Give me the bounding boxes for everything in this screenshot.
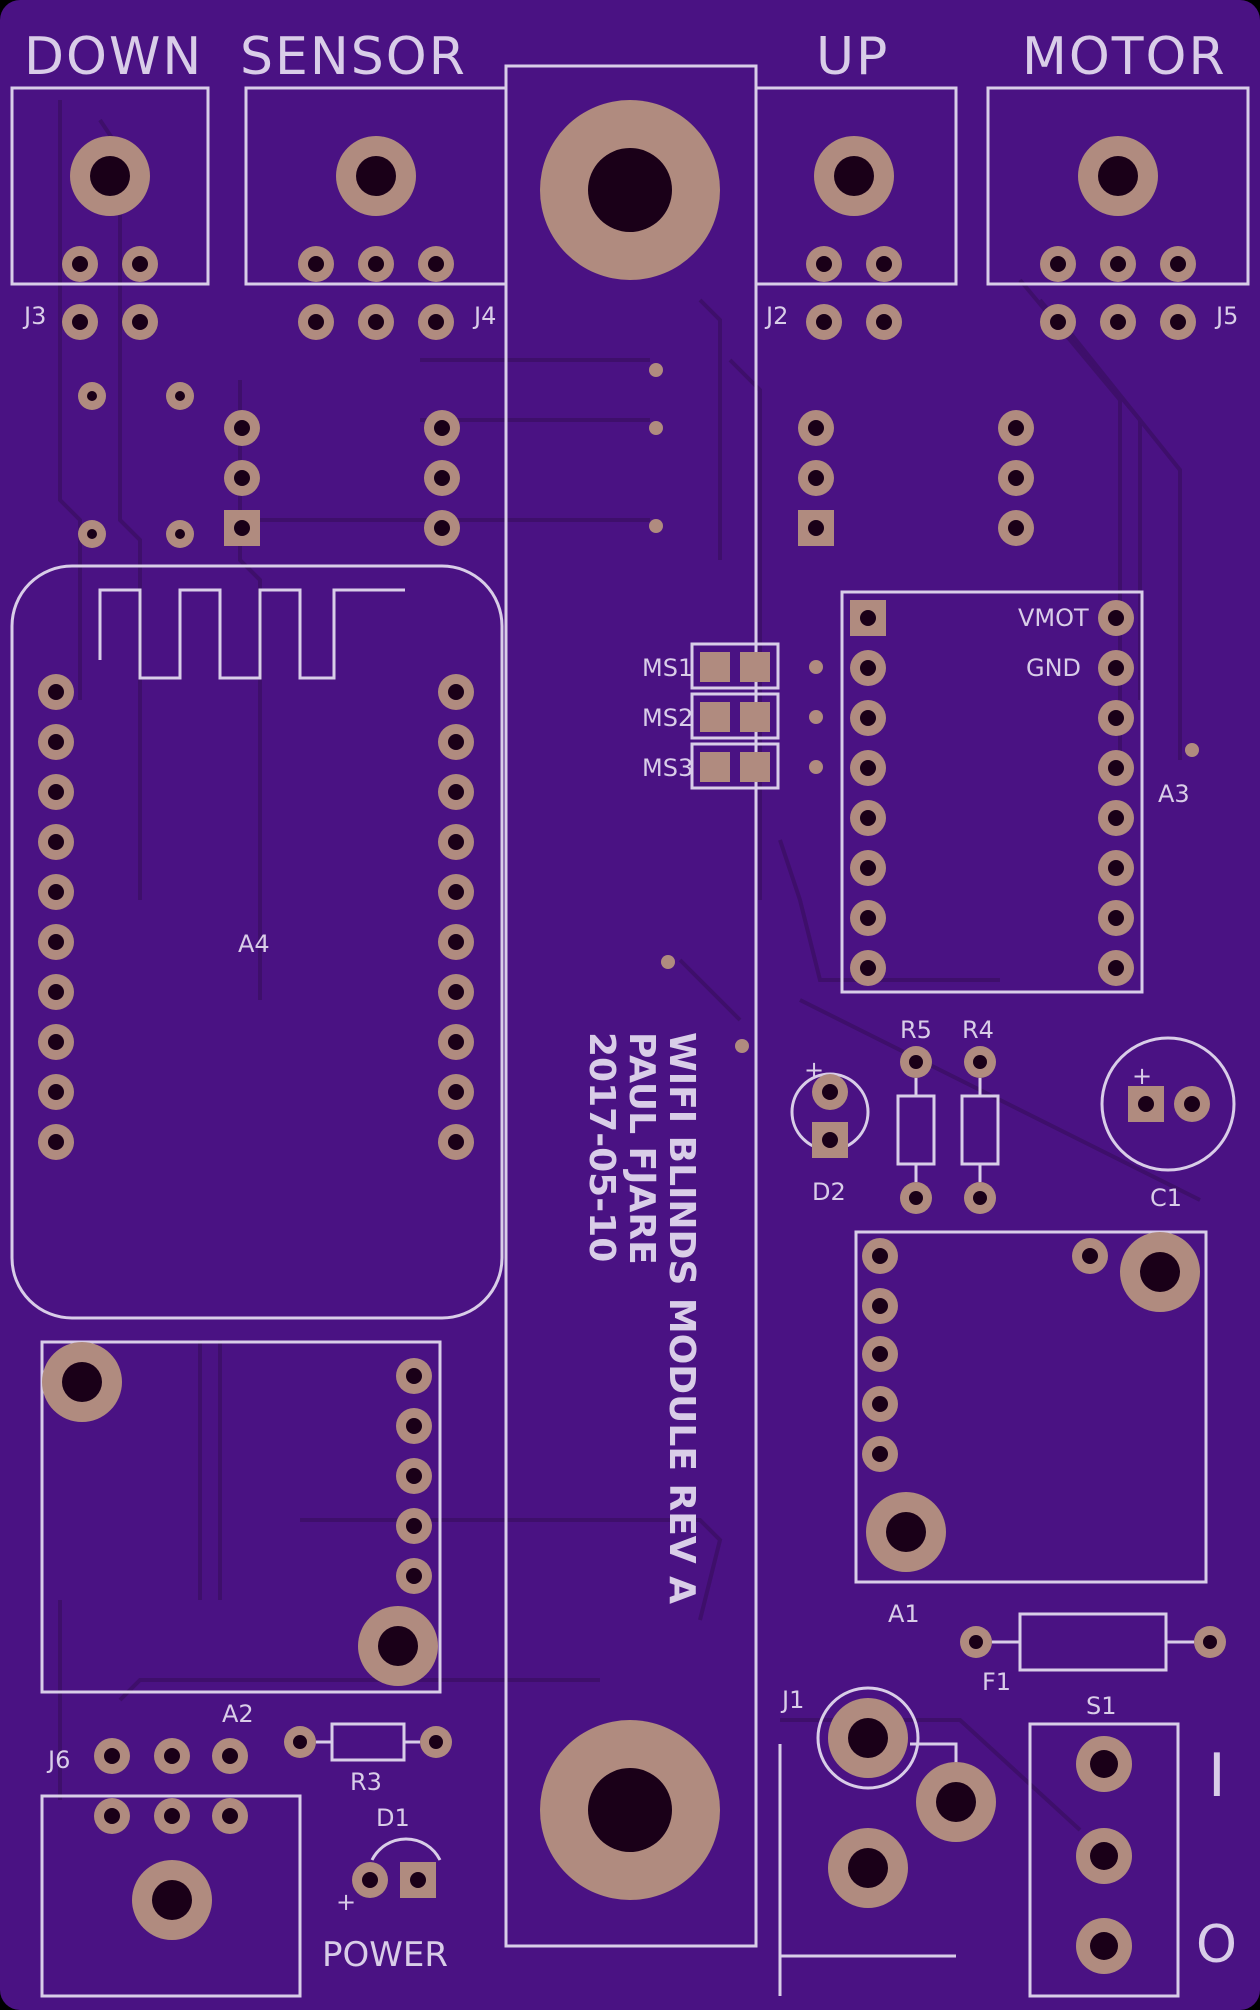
drill-hole: [448, 734, 464, 750]
drill-hole: [1108, 760, 1124, 776]
led-d2: [790, 1072, 870, 1158]
refdes-j5: J5: [1214, 302, 1238, 330]
mount-bar: [504, 64, 758, 1948]
refdes-a1: A1: [888, 1600, 920, 1628]
refdes-r3: R3: [350, 1768, 382, 1796]
drill-hole: [48, 834, 64, 850]
drill-hole: [448, 984, 464, 1000]
connector-j5: [986, 86, 1250, 340]
barrel-jack-j1: [778, 1686, 996, 1996]
label-power: POWER: [322, 1935, 448, 1975]
label-sensor: SENSOR: [240, 27, 467, 87]
refdes-a2: A2: [222, 1700, 254, 1728]
refdes-j1: J1: [780, 1686, 804, 1714]
resistor-r3: [284, 1722, 452, 1762]
label-motor: MOTOR: [1022, 27, 1227, 87]
module-a4: [10, 564, 504, 1320]
title-line3: 2017-05-10: [581, 1032, 622, 1262]
label-gnd: GND: [1026, 654, 1081, 682]
refdes-j2: J2: [764, 302, 788, 330]
drill-hole: [860, 610, 876, 626]
label-ms1: MS1: [642, 654, 693, 682]
refdes-j4: J4: [472, 302, 496, 330]
drill-hole: [448, 884, 464, 900]
drill-hole: [860, 760, 876, 776]
plus-c1: +: [1132, 1062, 1152, 1090]
refdes-a3: A3: [1158, 780, 1190, 808]
drill-hole: [1108, 810, 1124, 826]
header-left: [224, 410, 460, 546]
refdes-f1: F1: [982, 1668, 1011, 1696]
driver-a3: [840, 590, 1199, 994]
drill-hole: [1108, 960, 1124, 976]
drill-hole: [448, 834, 464, 850]
drill-hole: [48, 734, 64, 750]
drill-hole: [1108, 660, 1124, 676]
drill-hole: [448, 1134, 464, 1150]
refdes-a4: A4: [238, 930, 270, 958]
led-d1: [352, 1837, 442, 1898]
drill-hole: [860, 860, 876, 876]
drill-hole: [1108, 710, 1124, 726]
header-right: [798, 410, 1034, 546]
refdes-j3: J3: [22, 302, 46, 330]
title-block: WIFI BLINDS MODULE REV A PAUL FJARE 2017…: [581, 1032, 702, 1604]
label-ms3: MS3: [642, 754, 693, 782]
capacitor-c1: [1100, 1036, 1236, 1172]
drill-hole: [48, 984, 64, 1000]
title-line1: WIFI BLINDS MODULE REV A: [661, 1032, 702, 1604]
switch-label-on: I: [1208, 1741, 1226, 1811]
fuse-f1: [960, 1612, 1226, 1672]
drill-hole: [448, 934, 464, 950]
refdes-s1: S1: [1086, 1692, 1117, 1720]
refdes-d1: D1: [376, 1804, 410, 1832]
drill-hole: [448, 684, 464, 700]
drill-hole: [860, 910, 876, 926]
drill-hole: [48, 934, 64, 950]
refdes-j6: J6: [46, 1746, 70, 1774]
refdes-c1: C1: [1150, 1184, 1182, 1212]
refdes-d2: D2: [812, 1178, 846, 1206]
copper-traces: [58, 100, 1201, 1832]
title-line2: PAUL FJARE: [621, 1032, 662, 1265]
drill-hole: [48, 684, 64, 700]
connector-j4: [244, 86, 508, 340]
resistor-r5: [896, 1046, 936, 1214]
drill-hole: [48, 1034, 64, 1050]
refdes-r5: R5: [900, 1016, 932, 1044]
label-vmot: VMOT: [1018, 604, 1089, 632]
drill-hole: [448, 1034, 464, 1050]
connector-j3: [10, 86, 210, 548]
switch-label-off: O: [1196, 1915, 1237, 1975]
resistor-r4: [960, 1046, 1000, 1214]
drill-hole: [48, 784, 64, 800]
drill-hole: [860, 810, 876, 826]
module-a1: [854, 1230, 1208, 1584]
microstep-jumpers: [690, 642, 823, 790]
drill-hole: [1108, 910, 1124, 926]
drill-hole: [860, 710, 876, 726]
refdes-r4: R4: [962, 1016, 994, 1044]
drill-hole: [48, 884, 64, 900]
plus-d2: +: [804, 1056, 824, 1084]
drill-hole: [860, 660, 876, 676]
module-a2: [40, 1340, 442, 1694]
drill-hole: [448, 1084, 464, 1100]
drill-hole: [48, 1134, 64, 1150]
switch-s1: [1028, 1722, 1180, 1998]
drill-hole: [1108, 610, 1124, 626]
drill-hole: [448, 784, 464, 800]
label-ms2: MS2: [642, 704, 693, 732]
label-down: DOWN: [24, 27, 203, 87]
label-up: UP: [816, 27, 889, 87]
drill-hole: [860, 960, 876, 976]
connector-j2: [754, 86, 958, 340]
drill-hole: [1108, 860, 1124, 876]
connector-j6: [40, 1738, 302, 1998]
drill-hole: [48, 1084, 64, 1100]
plus-d1: +: [336, 1888, 356, 1916]
